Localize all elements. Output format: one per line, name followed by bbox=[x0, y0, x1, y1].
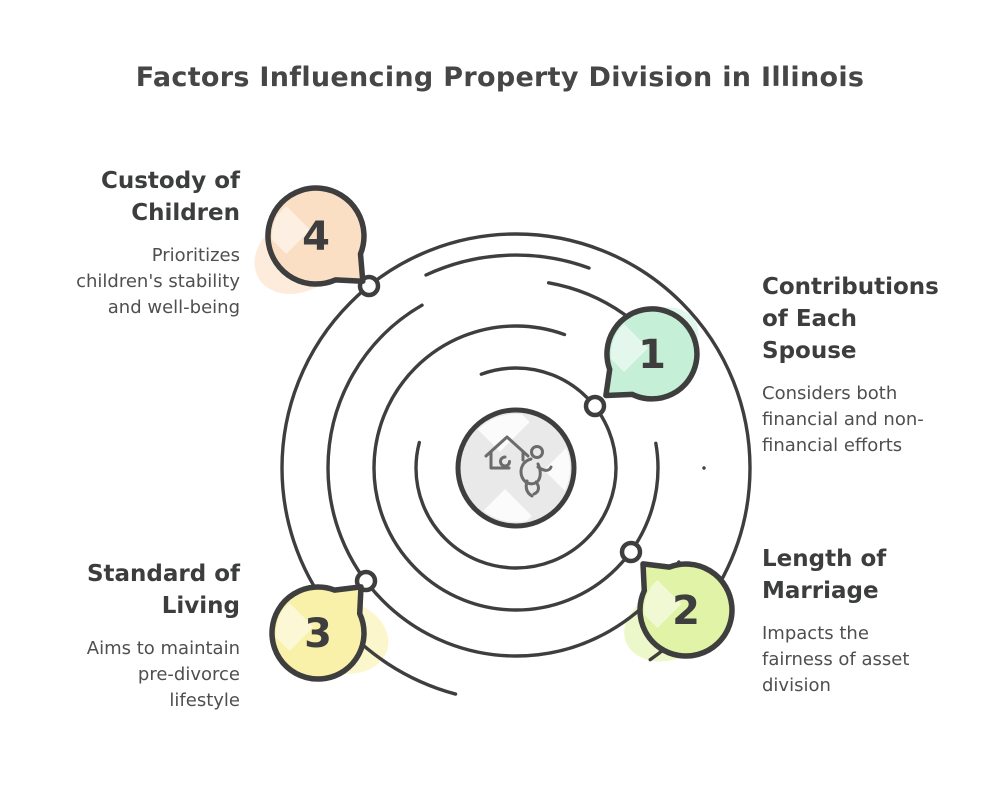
step-number: 2 bbox=[672, 588, 700, 634]
node-2 bbox=[619, 540, 643, 564]
step-3-title: Standard of Living bbox=[28, 558, 240, 622]
step-1-textblock: Contributions of Each Spouse Considers b… bbox=[762, 271, 984, 459]
spiral-ring-3 bbox=[326, 278, 706, 658]
step-description-line: financial efforts bbox=[762, 435, 903, 456]
step-number: 4 bbox=[302, 214, 330, 260]
spiral-arc bbox=[424, 253, 591, 277]
step-title-line: of Each bbox=[762, 306, 858, 332]
step-2-description: Impacts the fairness of asset division bbox=[762, 621, 984, 699]
step-1-title: Contributions of Each Spouse bbox=[762, 271, 984, 367]
step-description-line: pre-divorce bbox=[137, 664, 240, 685]
node-1 bbox=[583, 394, 607, 418]
step-description-line: and well-being bbox=[107, 297, 240, 318]
bubble-4: 4 bbox=[265, 185, 367, 287]
step-description-line: Aims to maintain bbox=[86, 638, 240, 659]
bubble-3: 3 bbox=[269, 584, 367, 682]
center-circle bbox=[455, 407, 577, 529]
spiral-ring-1 bbox=[414, 366, 618, 570]
step-3-description: Aims to maintain pre-divorce lifestyle bbox=[28, 636, 240, 714]
step-description-line: division bbox=[762, 675, 831, 696]
home-icon bbox=[484, 435, 530, 470]
step-description-line: financial and non- bbox=[762, 409, 924, 430]
step-2-textblock: Length of Marriage Impacts the fairness … bbox=[762, 543, 984, 699]
step-title-line: Children bbox=[131, 200, 240, 226]
step-title-line: Living bbox=[161, 593, 240, 619]
step-1-description: Considers both financial and non- financ… bbox=[762, 381, 984, 459]
bubble-1: 1 bbox=[603, 306, 700, 402]
spiral-ring-2 bbox=[372, 324, 660, 612]
step-title-line: Length of bbox=[762, 546, 887, 572]
step-title-line: Custody of bbox=[100, 168, 240, 194]
child-icon bbox=[519, 445, 553, 498]
step-2-title: Length of Marriage bbox=[762, 543, 984, 607]
bubble-2: 2 bbox=[637, 561, 735, 659]
spiral-ring-4 bbox=[280, 232, 752, 704]
step-4-title: Custody of Children bbox=[28, 165, 240, 229]
step-description-line: Impacts the bbox=[762, 623, 869, 644]
step-number: 1 bbox=[638, 332, 666, 378]
step-title-line: Marriage bbox=[762, 578, 879, 604]
step-3-textblock: Standard of Living Aims to maintain pre-… bbox=[28, 558, 240, 714]
page-title: Factors Influencing Property Division in… bbox=[135, 62, 865, 93]
step-number: 3 bbox=[304, 611, 332, 657]
step-title-line: Spouse bbox=[762, 338, 857, 364]
step-description-line: children's stability bbox=[76, 271, 240, 292]
step-description-line: fairness of asset bbox=[762, 649, 910, 670]
step-4-description: Prioritizes children's stability and wel… bbox=[28, 243, 240, 321]
step-4-textblock: Custody of Children Prioritizes children… bbox=[28, 165, 240, 321]
step-description-line: lifestyle bbox=[169, 690, 240, 711]
step-title-line: Standard of bbox=[86, 561, 240, 587]
step-description-line: Prioritizes bbox=[151, 245, 240, 266]
step-title-line: Contributions bbox=[762, 274, 939, 300]
step-description-line: Considers both bbox=[762, 383, 898, 404]
